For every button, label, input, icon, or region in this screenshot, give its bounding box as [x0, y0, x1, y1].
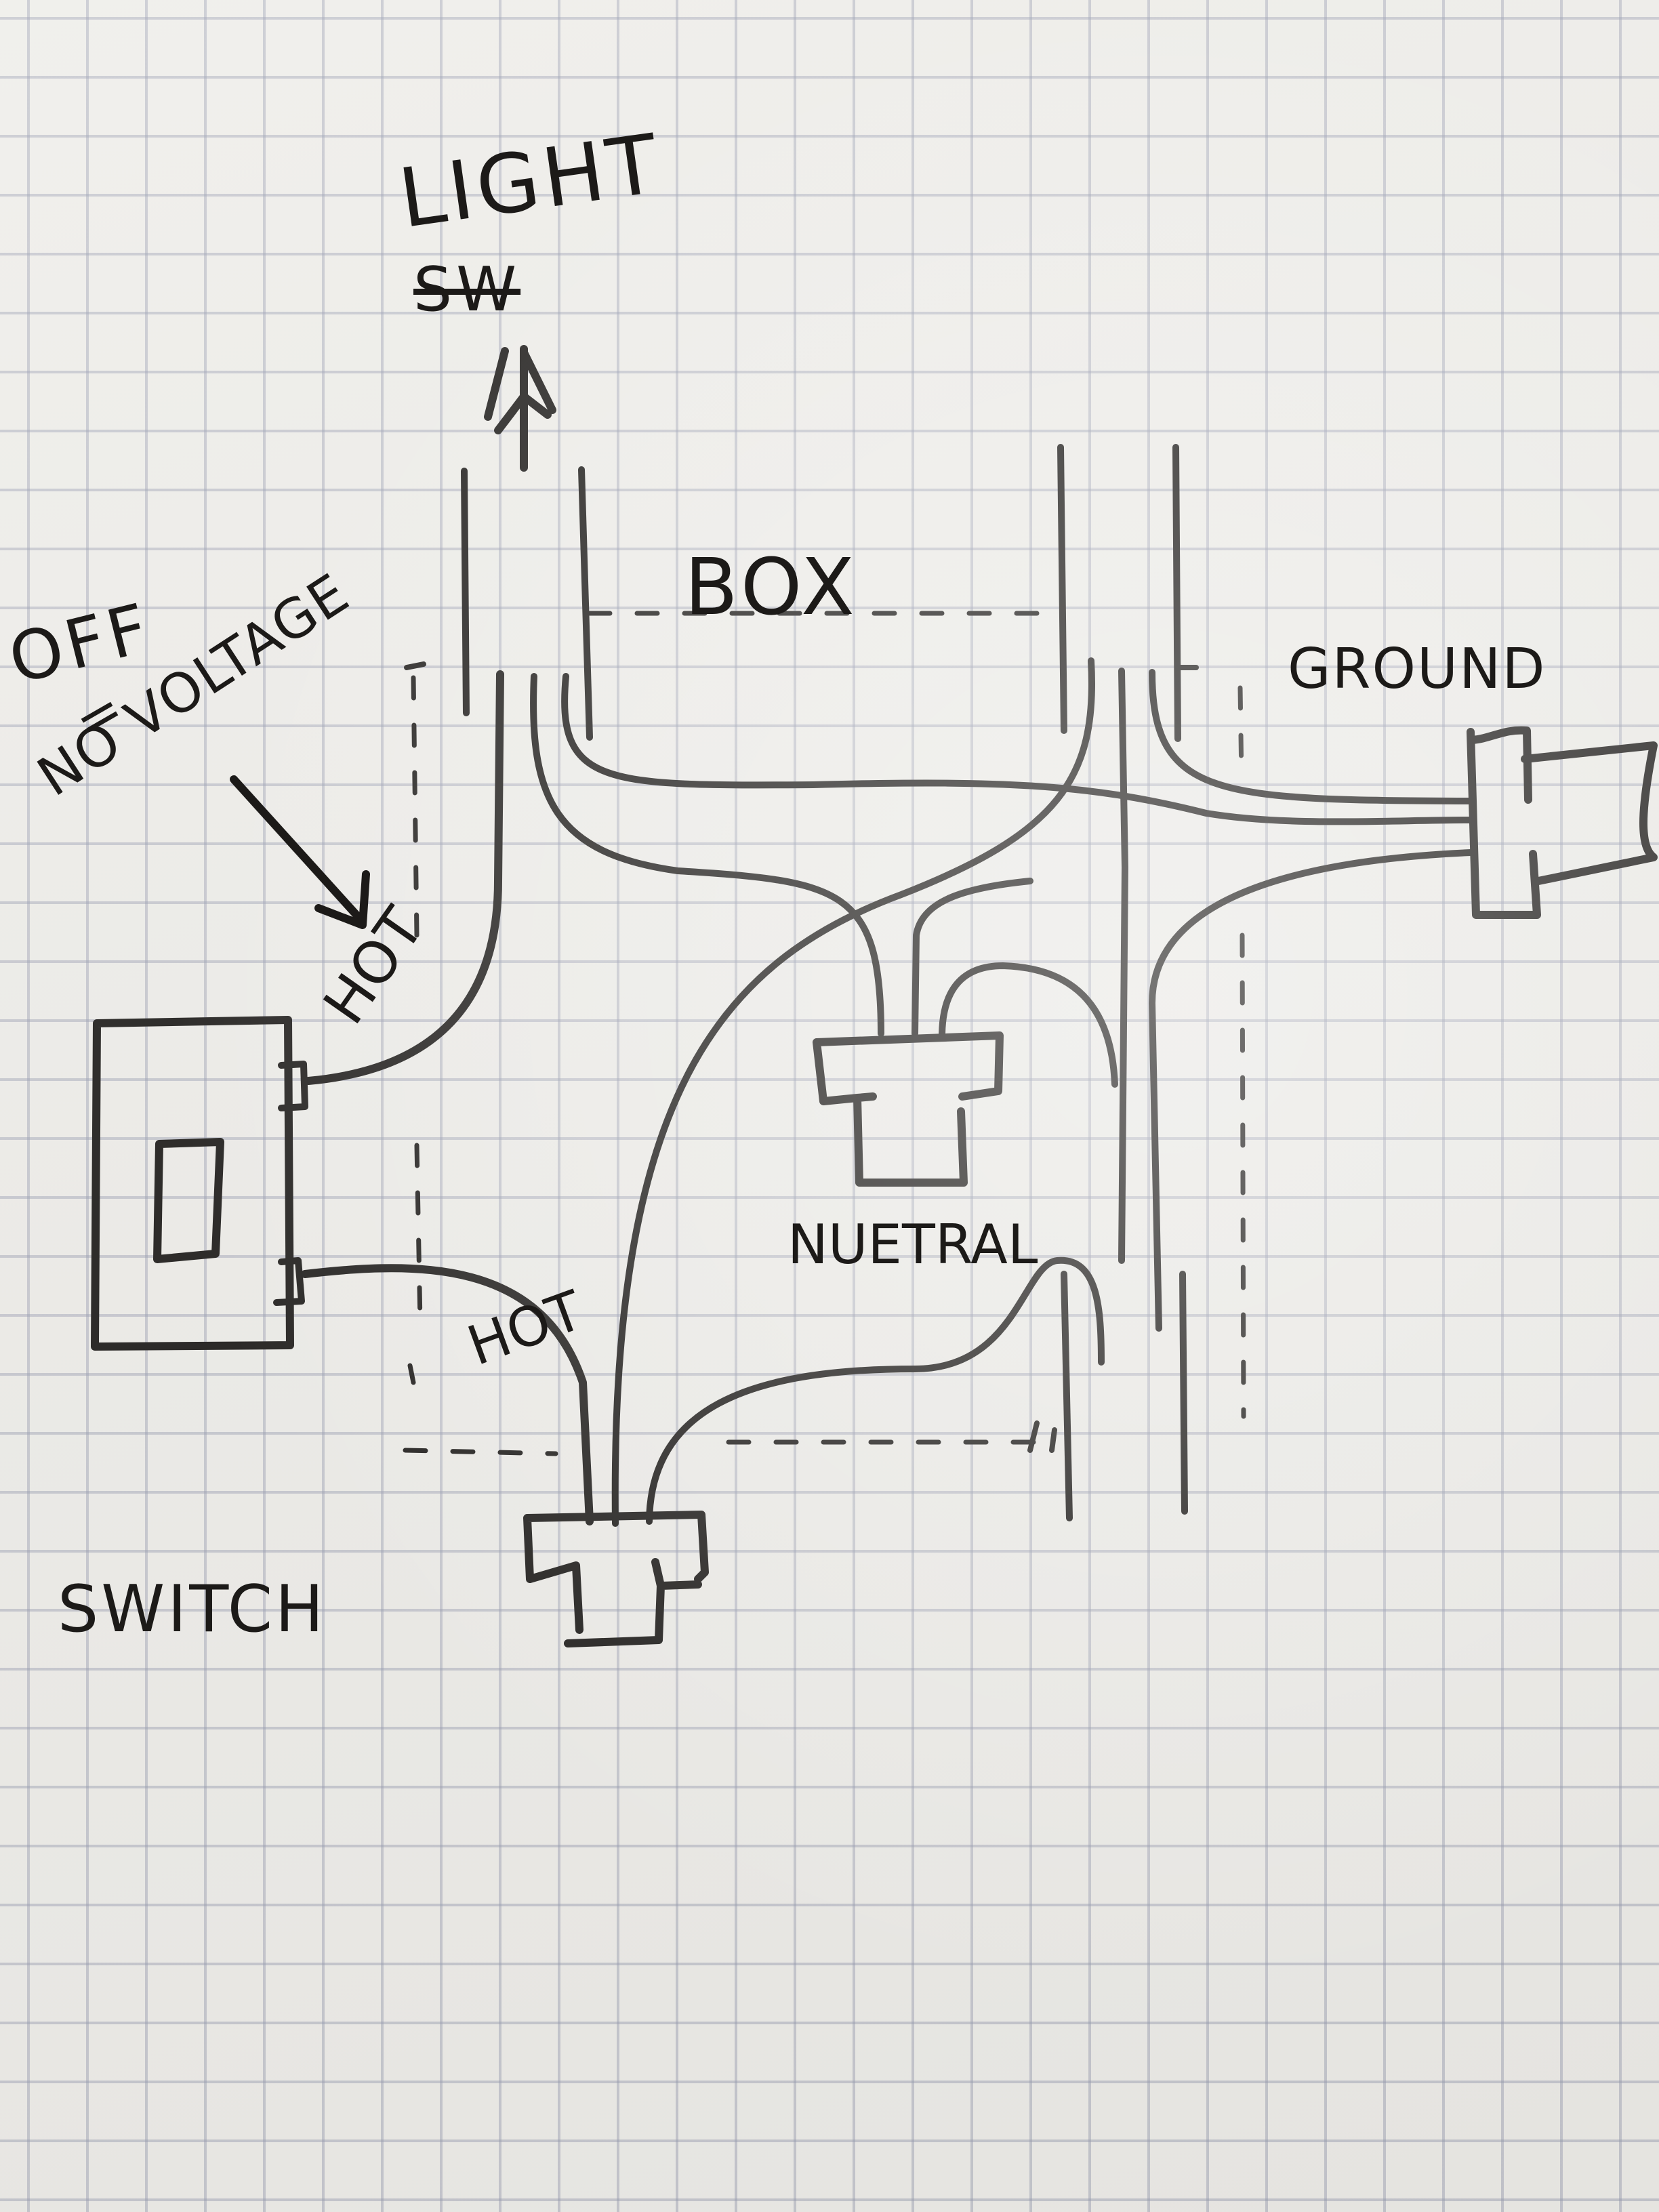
- up-arrow-icon: [484, 345, 556, 472]
- label-neutral: NUETRAL: [787, 1213, 1038, 1276]
- box-tick-left: [404, 661, 426, 670]
- switch-terminal-bottom: [273, 1257, 305, 1306]
- ground-clamp: [1467, 726, 1658, 919]
- wire-ticks: [1027, 1420, 1057, 1453]
- wire-vertical-right: [1118, 668, 1128, 1264]
- wire-from-ground-clamp-bottom: [1149, 849, 1474, 1332]
- switch-toggle: [153, 1138, 224, 1263]
- left-dashed-wall: [407, 675, 423, 1385]
- wire-hot-from-right: [611, 657, 1095, 1527]
- wire-neutral-drop: [1061, 1271, 1073, 1521]
- wire-right-outer: [1179, 1271, 1188, 1515]
- wire-neutral-loop: [646, 1256, 1105, 1525]
- switch-terminal-top: [278, 1061, 308, 1111]
- label-ground: GROUND: [1288, 637, 1547, 701]
- wire-neutral-middle: [912, 878, 1033, 1037]
- label-light-struck: SW: [413, 254, 520, 325]
- wire-neutral-from-light: [530, 673, 884, 1037]
- wire-hot-upper: [304, 670, 504, 1085]
- wire-ground-from-light: [561, 673, 1474, 825]
- wire-hot-lower: [301, 1264, 594, 1525]
- switch-body: [91, 1016, 308, 1351]
- wire-to-ground-clamp-top: [1149, 669, 1474, 804]
- label-switch: SWITCH: [58, 1572, 327, 1647]
- right-dashed-wall: [1237, 685, 1246, 1419]
- box-wall-right-outer: [1172, 444, 1181, 742]
- wire-nut-neutral: [813, 1031, 1004, 1187]
- box-wall-left-outer: [461, 468, 470, 716]
- box-wall-left-inner: [578, 466, 593, 741]
- wire-nut-hot: [523, 1511, 709, 1647]
- struck-text: SW: [413, 254, 521, 325]
- box-walls: [404, 444, 1199, 742]
- label-box: BOX: [684, 542, 859, 633]
- bottom-dashed-edge: [403, 1439, 1050, 1456]
- box-wall-right-inner: [1057, 444, 1067, 734]
- wire-neutral-right: [939, 962, 1118, 1088]
